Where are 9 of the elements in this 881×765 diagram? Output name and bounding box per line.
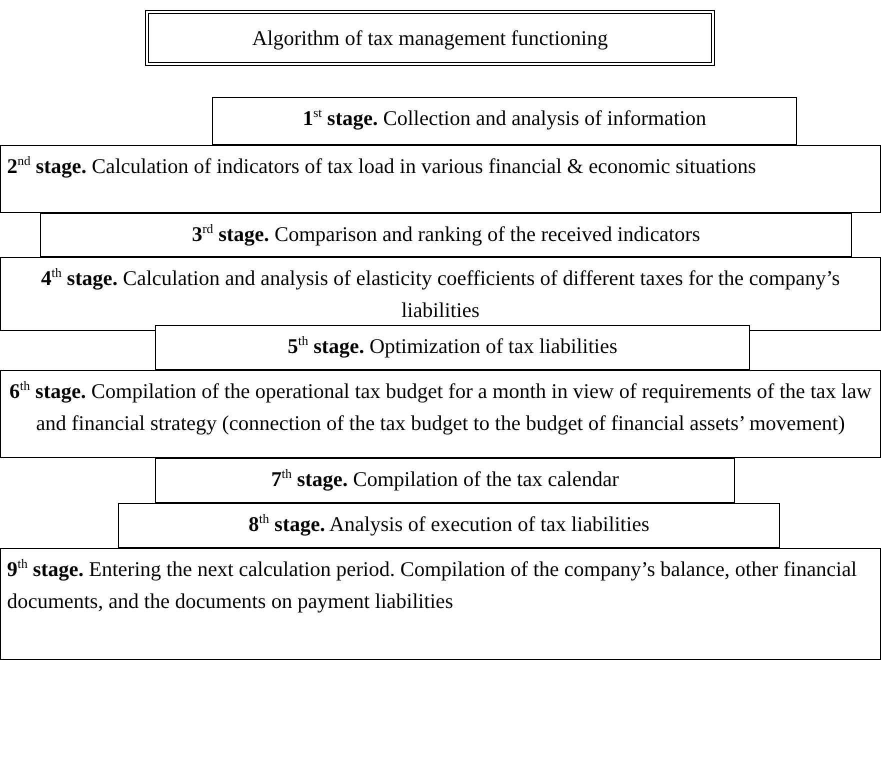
stage-box: 3$^{rd}$ stage. Comparison and ranking of the received indicators xyxy=(40,213,852,257)
stage-box: 9$^{th}$ stage. Entering the next calculation period. Compilation of the company’s balance, other financial documents, and the documents on payment liabilities xyxy=(0,548,881,660)
stage-box: 6$^{th}$ stage. Compilation of the operational tax budget for a month in view of requirements of the tax law and financial strategy (connection of the tax budget to the budget of financial assets’ movement) xyxy=(0,370,881,458)
stage-box: 2$^{nd}$ stage. Calculation of indicators of tax load in various financial & economic situations xyxy=(0,145,881,213)
title-box: Algorithm of tax management functioning xyxy=(145,10,715,66)
stage-box: 8$^{th}$ stage. Analysis of execution of tax liabilities xyxy=(118,503,780,548)
stage-box: 1$^{st}$ stage. Collection and analysis of information xyxy=(212,97,797,145)
stage-box: 5$^{th}$ stage. Optimization of tax liabilities xyxy=(155,325,750,370)
stage-box: 7$^{th}$ stage. Compilation of the tax calendar xyxy=(155,458,735,503)
